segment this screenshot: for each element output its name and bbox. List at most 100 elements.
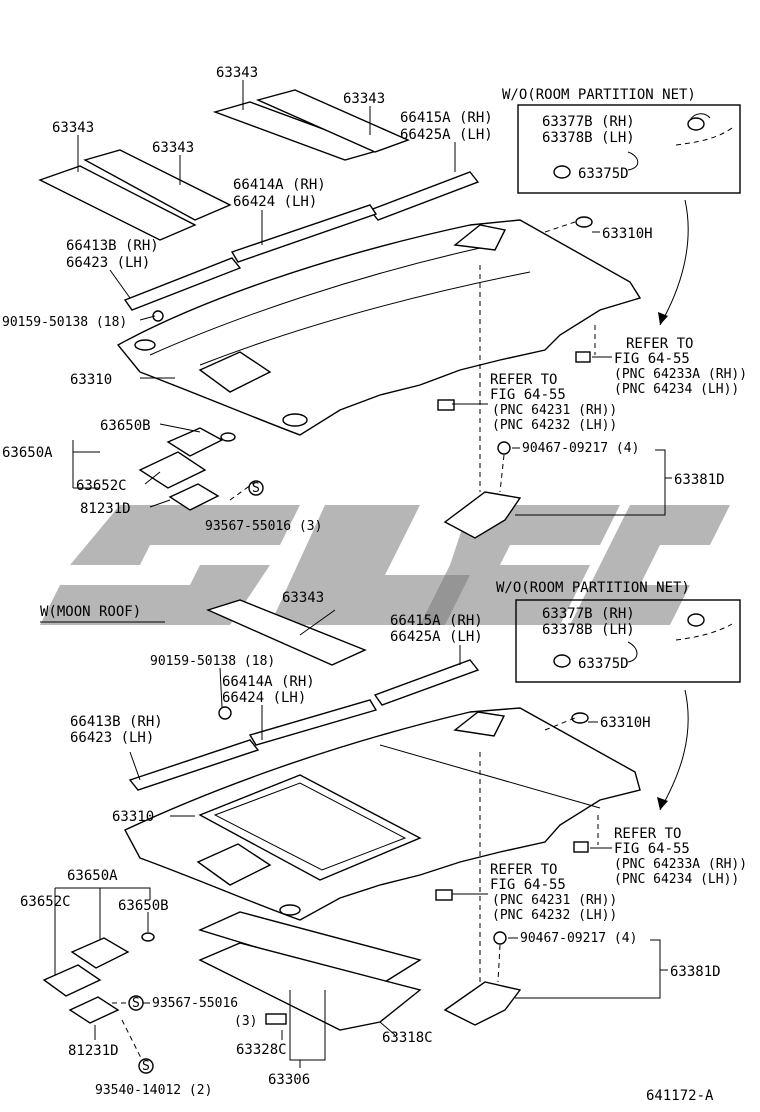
label-visor-d-top: 63343	[152, 140, 194, 156]
roof-bump-top	[453, 224, 507, 251]
cover-top	[443, 491, 522, 539]
sun-visor-top-d	[255, 89, 410, 153]
label-refer-right-bottom-3: (PNC 64233A (RH))	[614, 857, 747, 872]
label-screw-top: 93567-55016 (3)	[205, 519, 322, 534]
label-cover-bottom: 63381D	[670, 964, 721, 980]
label-clip-top: 90159-50138 (18)	[2, 315, 127, 330]
sun-visor-top-a	[38, 165, 197, 241]
bottom-assembly: S S	[20, 580, 747, 1104]
label-visor-c-top: 63343	[52, 120, 94, 136]
rail-front-top	[123, 257, 242, 311]
label-rail-mid-bottom-1: 66414A (RH)	[222, 674, 315, 690]
label-rail-rear-top-1: 66415A (RH)	[400, 110, 493, 126]
label-rail-rear-bottom-1: 66415A (RH)	[390, 613, 483, 629]
grab-hole-bottom	[279, 904, 301, 916]
label-visor-bottom: 63343	[282, 590, 324, 606]
label-inset-row3-bottom: 63375D	[578, 656, 629, 672]
label-fastener-top: 90467-09217 (4)	[522, 441, 639, 456]
lamp-assy-top	[166, 427, 224, 457]
label-rail-front-bottom-1: 66413B (RH)	[70, 714, 163, 730]
rail-front-bottom	[128, 739, 260, 791]
refer-clip-right-top	[575, 351, 591, 363]
label-refer-right-bottom-2: FIG 64-55	[614, 841, 690, 857]
label-hole-clip-top: 63310H	[602, 226, 653, 242]
hole-clip-top	[575, 216, 593, 228]
label-rail-mid-bottom-2: 66424 (LH)	[222, 690, 306, 706]
label-figure-id: 641172-A	[646, 1088, 714, 1104]
screw-symbol-text-top: S	[252, 481, 260, 496]
label-lamp-base-bottom: 63652C	[20, 894, 71, 910]
front-hole-top	[134, 339, 156, 351]
console-recess-top	[198, 351, 272, 393]
label-headliner-bottom: 63310	[112, 809, 154, 825]
label-refer-right-top-1: REFER TO	[626, 336, 693, 352]
label-inset-row2-top: 63378B (LH)	[542, 130, 635, 146]
label-rail-mid-top-2: 66424 (LH)	[233, 194, 317, 210]
label-rail-rear-bottom-2: 66425A (LH)	[390, 629, 483, 645]
label-refer-mid-top-1: REFER TO	[490, 372, 557, 388]
label-clip-bottom: 90159-50138 (18)	[150, 654, 275, 669]
lamp-bezel-bottom	[141, 932, 155, 942]
label-refer-mid-top-2: FIG 64-55	[490, 387, 566, 403]
screw-symbol-top	[248, 480, 264, 496]
label-refer-mid-bottom-1: REFER TO	[490, 862, 557, 878]
label-refer-mid-bottom-4: (PNC 64232 (LH))	[492, 908, 617, 923]
rail-mid-top	[230, 204, 378, 263]
label-refer-mid-bottom-3: (PNC 64231 (RH))	[492, 893, 617, 908]
label-headliner-top: 63310	[70, 372, 112, 388]
label-lamp-bezel-top: 63650B	[100, 418, 151, 434]
shade-clip	[265, 1013, 287, 1025]
label-shade-clip: 63328C	[236, 1042, 287, 1058]
label-inset-row1-top: 63377B (RH)	[542, 114, 635, 130]
label-refer-right-top-2: FIG 64-55	[614, 351, 690, 367]
inset-clip-top	[687, 117, 705, 131]
sun-visor-top-b	[83, 149, 232, 221]
lamp-assy-bottom	[70, 937, 130, 969]
label-refer-right-top-3: (PNC 64233A (RH))	[614, 367, 747, 382]
top-assembly: S	[2, 65, 747, 539]
bulb-top	[168, 483, 220, 511]
lamp-bezel-top	[220, 432, 236, 442]
label-visor-a-top: 63343	[216, 65, 258, 81]
label-screw-bottom: 93567-55016	[152, 996, 238, 1011]
screw-symbol-text-bottom-2: S	[142, 1059, 150, 1074]
label-shade: 63318C	[382, 1030, 433, 1046]
label-refer-mid-top-3: (PNC 64231 (RH))	[492, 403, 617, 418]
label-bulb-top: 81231D	[80, 501, 131, 517]
sunshade-panel	[198, 942, 422, 1031]
label-rail-mid-top-1: 66414A (RH)	[233, 177, 326, 193]
label-lamp-assy-bottom: 63650A	[67, 868, 118, 884]
fastener-bottom	[493, 931, 507, 945]
hole-clip-bottom	[571, 712, 589, 724]
inset-cap-bottom	[553, 654, 571, 668]
label-bulb-bottom: 81231D	[68, 1043, 119, 1059]
label-section-title: W(MOON ROOF)	[40, 604, 141, 620]
fastener-top	[497, 441, 511, 455]
label-screw-qty-bottom: (3)	[234, 1014, 257, 1029]
screw-symbol-bottom-2	[138, 1058, 154, 1074]
label-inset-title-bottom: W/O(ROOM PARTITION NET)	[496, 580, 690, 596]
label-rail-front-top-1: 66413B (RH)	[66, 238, 159, 254]
inset-cap-top	[553, 165, 571, 179]
refer-clip-mid-bottom	[435, 889, 453, 901]
inset-clip-bottom	[687, 613, 705, 627]
label-lamp-base-top: 63652C	[76, 478, 127, 494]
label-rail-front-bottom-2: 66423 (LH)	[70, 730, 154, 746]
lamp-base-top	[138, 451, 207, 489]
label-cover-top: 63381D	[674, 472, 725, 488]
label-refer-right-bottom-4: (PNC 64234 (LH))	[614, 872, 739, 887]
label-inset-title-top: W/O(ROOM PARTITION NET)	[502, 87, 696, 103]
label-inset-row1-bottom: 63377B (RH)	[542, 606, 635, 622]
label-refer-right-top-4: (PNC 64234 (LH))	[614, 382, 739, 397]
label-refer-mid-bottom-2: FIG 64-55	[490, 877, 566, 893]
label-refer-mid-top-4: (PNC 64232 (LH))	[492, 418, 617, 433]
label-lamp-assy-top: 63650A	[2, 445, 53, 461]
label-inset-row2-bottom: 63378B (LH)	[542, 622, 635, 638]
bulb-bottom	[68, 996, 120, 1024]
label-hole-clip-bottom: 63310H	[600, 715, 651, 731]
grab-hole-top	[282, 413, 308, 427]
console-recess-bottom	[196, 843, 272, 886]
label-fastener-bottom: 90467-09217 (4)	[520, 931, 637, 946]
